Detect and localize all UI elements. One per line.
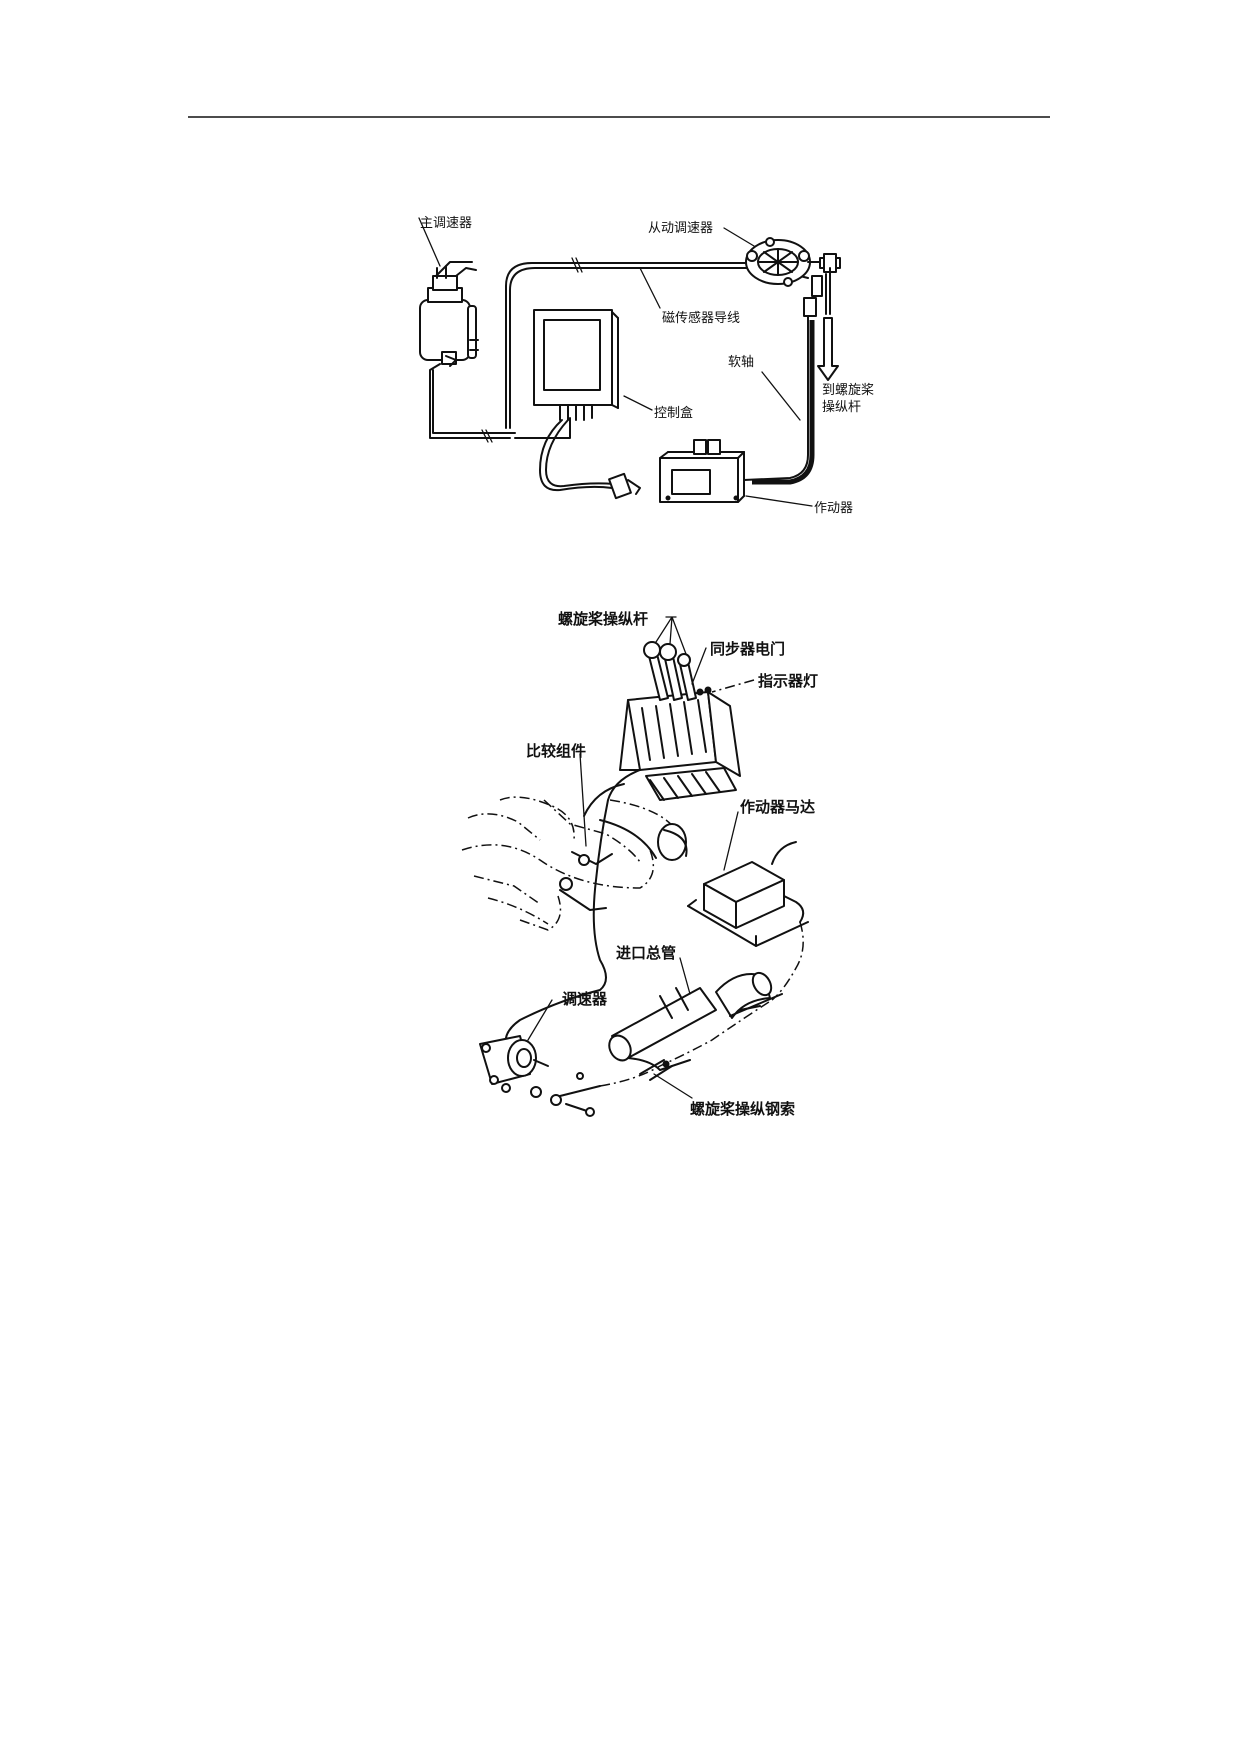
synchronizer-switch-label: 同步器电门 bbox=[710, 640, 785, 658]
actuator-motor-drawing bbox=[687, 841, 809, 947]
propeller-control-levers-label: 螺旋桨操纵杆 bbox=[558, 610, 648, 628]
slave-governor-drawing bbox=[745, 237, 833, 297]
magnetic-pickup-leader bbox=[639, 267, 661, 309]
slave-governor-label: 从动调速器 bbox=[648, 221, 713, 236]
propeller-rod-drawing bbox=[819, 253, 841, 315]
comparison-unit-drawing bbox=[559, 819, 688, 911]
actuator-leader bbox=[745, 495, 813, 507]
airframe-outline bbox=[461, 796, 682, 931]
propeller-control-cable-label: 螺旋桨操纵钢索 bbox=[690, 1100, 795, 1118]
throttle-quadrant-drawing bbox=[619, 641, 741, 801]
flexible-shaft-label: 软轴 bbox=[728, 355, 754, 370]
actuator-motor-label: 作动器马达 bbox=[740, 798, 815, 816]
intake-manifold-leader bbox=[679, 957, 691, 995]
intake-manifold-label: 进口总管 bbox=[616, 944, 676, 962]
indicator-light-label: 指示器灯 bbox=[758, 672, 818, 690]
master-to-actuator-cable bbox=[429, 363, 511, 439]
propeller-levers-leader bbox=[655, 616, 687, 655]
master-governor-label: 主调速器 bbox=[420, 216, 472, 231]
control-box-drawing bbox=[533, 309, 619, 421]
control-box-label: 控制盒 bbox=[654, 405, 693, 421]
to-propeller-lever-label-1: 到螺旋桨 bbox=[822, 382, 874, 398]
magnetic-pickup-lead-label: 磁传感器导线 bbox=[662, 310, 740, 326]
master-governor-drawing bbox=[419, 261, 479, 367]
flexible-shaft-leader bbox=[761, 371, 801, 421]
quadrant-cable bbox=[504, 769, 641, 1051]
actuator-drawing bbox=[659, 439, 745, 503]
master-governor-leader bbox=[418, 217, 441, 267]
control-box-leader bbox=[623, 395, 653, 411]
synchronizer-switch-leader bbox=[691, 647, 707, 685]
governor-leader bbox=[527, 999, 553, 1041]
slave-governor-leader bbox=[723, 227, 755, 247]
actuator-motor-leader bbox=[723, 811, 739, 871]
actuator-label: 作动器 bbox=[814, 501, 853, 516]
intake-manifold-drawing bbox=[608, 971, 783, 1071]
propeller-control-cable-drawing bbox=[530, 999, 773, 1117]
switch-cable bbox=[539, 419, 613, 492]
to-propeller-arrow bbox=[817, 317, 839, 381]
figure-2-installation: 螺旋桨操纵杆 同步器电门 指示器灯 比较组件 bbox=[461, 610, 818, 1118]
toggle-switch-drawing bbox=[608, 472, 641, 500]
comparison-unit-label: 比较组件 bbox=[526, 742, 586, 760]
figure-1-synchronizer-system: 主调速器 控制盒 bbox=[418, 216, 874, 516]
governor-label: 调速器 bbox=[562, 990, 608, 1008]
comparison-unit-leader bbox=[579, 753, 587, 847]
flexible-shaft bbox=[743, 315, 809, 481]
to-propeller-lever-label-2: 操纵杆 bbox=[822, 399, 861, 415]
governor-drawing bbox=[479, 1035, 549, 1093]
indicator-light-leader bbox=[711, 679, 755, 693]
propeller-control-cable-leader bbox=[653, 1073, 693, 1099]
